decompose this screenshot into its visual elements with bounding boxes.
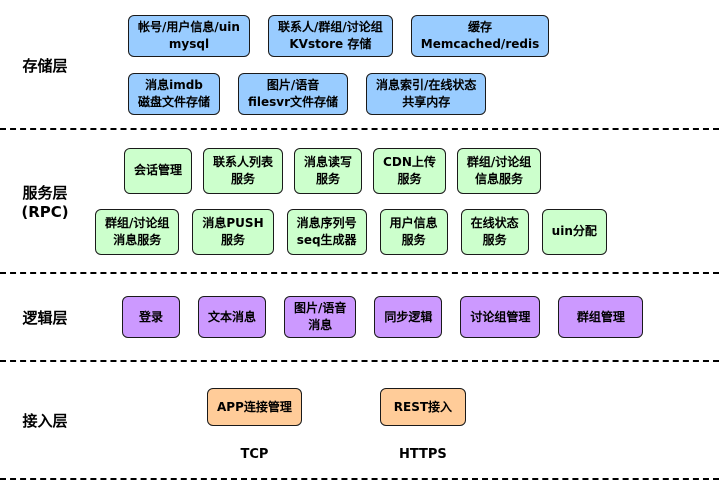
box-user-info-service: 用户信息 服务 [379, 208, 448, 255]
access-col-rest: REST接入 HTTPS [379, 388, 466, 462]
box-contact-list-service: 联系人列表 服务 [203, 147, 284, 194]
layer-label-logic: 逻辑层 [22, 308, 68, 327]
divider-bottom [0, 478, 719, 480]
layer-label-storage: 存储层 [22, 56, 68, 75]
box-account-uin-mysql: 帐号/用户信息/uin mysql [128, 15, 250, 57]
storage-row-2: 消息imdb 磁盘文件存储 图片/语音 filesvr文件存储 消息索引/在线状… [128, 73, 719, 115]
box-seq-generator: 消息序列号 seq生成器 [286, 208, 367, 255]
box-contacts-kvstore: 联系人/群组/讨论组 KVstore 存储 [267, 15, 393, 57]
layer-access: 接入层 APP连接管理 TCP REST接入 HTTPS [0, 362, 719, 478]
protocol-label-https: HTTPS [398, 447, 447, 462]
layer-label-service: 服务层 (RPC) [21, 183, 69, 221]
box-message-readwrite-service: 消息读写 服务 [294, 147, 363, 194]
divider-service-logic [0, 272, 719, 274]
box-msg-index-shared-memory: 消息索引/在线状态 共享内存 [366, 73, 487, 115]
box-sync-logic: 同步逻辑 [374, 296, 443, 338]
service-row-1: 会话管理 联系人列表 服务 消息读写 服务 CDN上传 服务 群组/讨论组 信息… [124, 147, 719, 194]
box-text-message: 文本消息 [198, 296, 267, 338]
box-filesvr-storage: 图片/语音 filesvr文件存储 [238, 73, 349, 115]
layer-logic: 逻辑层 登录 文本消息 图片/语音 消息 同步逻辑 讨论组管理 群组管理 [0, 274, 719, 360]
box-login: 登录 [122, 296, 180, 338]
box-message-imdb-disk: 消息imdb 磁盘文件存储 [128, 73, 221, 115]
box-group-message-service: 群组/讨论组 消息服务 [95, 208, 180, 255]
layer-service: 服务层 (RPC) 会话管理 联系人列表 服务 消息读写 服务 CDN上传 服务… [0, 130, 719, 272]
access-col-app: APP连接管理 TCP [207, 388, 302, 462]
box-session-management: 会话管理 [124, 147, 193, 194]
box-image-voice-message: 图片/语音 消息 [284, 296, 357, 338]
box-rest-access: REST接入 [379, 388, 466, 426]
box-app-connection-mgmt: APP连接管理 [207, 388, 302, 426]
box-discussion-group-mgmt: 讨论组管理 [460, 296, 541, 338]
layer-storage: 存储层 帐号/用户信息/uin mysql 联系人/群组/讨论组 KVstore… [0, 2, 719, 128]
access-row: APP连接管理 TCP REST接入 HTTPS [207, 388, 719, 462]
box-group-info-service: 群组/讨论组 信息服务 [456, 147, 542, 194]
box-cache-memcached-redis: 缓存 Memcached/redis [410, 15, 550, 57]
protocol-label-tcp: TCP [240, 447, 269, 462]
box-group-mgmt: 群组管理 [558, 296, 644, 338]
service-row-2: 群组/讨论组 消息服务 消息PUSH 服务 消息序列号 seq生成器 用户信息 … [95, 208, 719, 255]
divider-storage-service [0, 128, 719, 130]
box-uin-allocation: uin分配 [541, 208, 607, 255]
box-cdn-upload-service: CDN上传 服务 [373, 147, 446, 194]
storage-row-1: 帐号/用户信息/uin mysql 联系人/群组/讨论组 KVstore 存储 … [128, 15, 719, 57]
divider-logic-access [0, 360, 719, 362]
layer-label-access: 接入层 [22, 411, 68, 430]
logic-row: 登录 文本消息 图片/语音 消息 同步逻辑 讨论组管理 群组管理 [122, 296, 719, 338]
box-online-status-service: 在线状态 服务 [460, 208, 529, 255]
box-message-push-service: 消息PUSH 服务 [192, 208, 274, 255]
